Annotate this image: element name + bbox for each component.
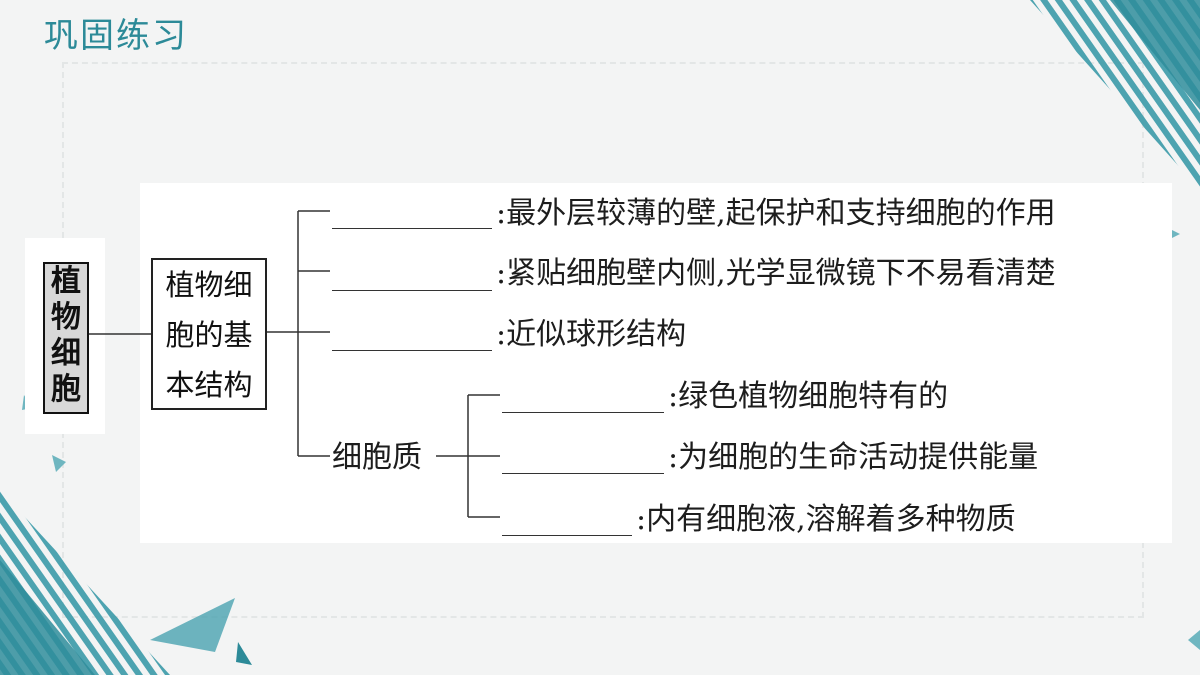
fill-blank-4[interactable] bbox=[502, 412, 664, 413]
child-desc-chloroplast: :绿色植物细胞特有的 bbox=[668, 379, 949, 414]
cytoplasm-label: 细胞质 bbox=[332, 440, 422, 475]
page-title: 巩固练习 bbox=[44, 16, 188, 56]
root-char: 胞 bbox=[51, 372, 81, 407]
sub-node-line: 本结构 bbox=[165, 368, 253, 402]
root-char: 植 bbox=[51, 264, 81, 299]
branch-desc-cell-wall: :最外层较薄的壁,起保护和支持细胞的作用 bbox=[496, 196, 1056, 231]
branch-desc-nucleus: :近似球形结构 bbox=[496, 317, 687, 352]
fill-blank-2[interactable] bbox=[332, 290, 492, 291]
child-desc-mitochondria: :为细胞的生命活动提供能量 bbox=[668, 440, 1039, 475]
fill-blank-1[interactable] bbox=[332, 228, 492, 229]
branch-desc-cell-membrane: :紧贴细胞壁内侧,光学显微镜下不易看清楚 bbox=[496, 256, 1056, 291]
fill-blank-6[interactable] bbox=[502, 535, 632, 536]
child-desc-vacuole: :内有细胞液,溶解着多种物质 bbox=[636, 502, 1016, 537]
fill-blank-3[interactable] bbox=[332, 350, 492, 351]
root-char: 物 bbox=[51, 300, 81, 335]
sub-node-line: 胞的基 bbox=[165, 318, 253, 352]
sub-node-basic-structure: 植物细 胞的基 本结构 bbox=[151, 258, 267, 410]
sub-node-line: 植物细 bbox=[165, 268, 253, 302]
content-card bbox=[140, 183, 1172, 543]
root-node-plant-cell: 植 物 细 胞 bbox=[43, 262, 89, 414]
root-char: 细 bbox=[51, 336, 81, 371]
fill-blank-5[interactable] bbox=[502, 473, 664, 474]
